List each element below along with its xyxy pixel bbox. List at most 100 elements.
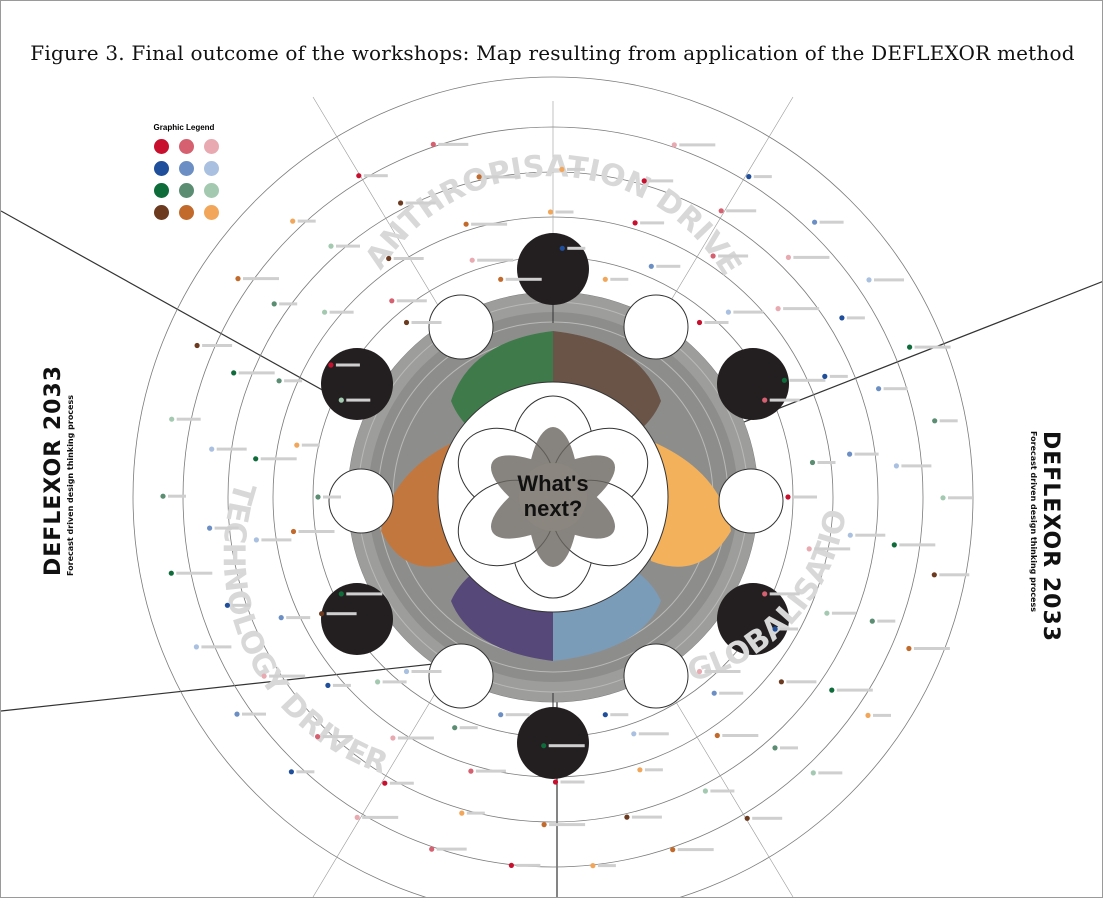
annotation-text-line xyxy=(793,495,817,499)
annotation-dot xyxy=(294,442,300,448)
annotation-dot xyxy=(382,780,388,786)
annotation-text-line xyxy=(753,175,772,179)
center-text: What's xyxy=(517,471,588,496)
annotation-dots xyxy=(160,141,972,869)
side-title-left: DEFLEXOR 2033 Forecast driven design thi… xyxy=(41,365,75,576)
annotation-dot xyxy=(547,209,554,215)
annotation-dot xyxy=(785,254,792,260)
annotation-dot xyxy=(696,668,703,675)
annotation-dot xyxy=(403,319,410,326)
graphic-legend: Graphic Legend xyxy=(109,123,259,223)
annotation-dot xyxy=(714,732,720,739)
annotation-text-line xyxy=(269,674,306,678)
annotation-text-line xyxy=(679,143,716,147)
annotation-text-line xyxy=(752,816,783,820)
side-title-left-main: DEFLEXOR 2033 xyxy=(41,364,66,576)
annotation-dot xyxy=(356,173,362,179)
annotation-text-line xyxy=(176,417,201,421)
annotation-text-line xyxy=(393,257,424,260)
annotation-dot xyxy=(602,712,608,718)
annotation-dot xyxy=(288,769,294,775)
annotation-dot xyxy=(648,263,654,269)
annotation-text-line xyxy=(783,307,820,311)
annotation-text-line xyxy=(459,726,478,730)
annotation-dot xyxy=(940,495,946,501)
annotation-dot xyxy=(459,810,465,816)
annotation-dot xyxy=(541,743,547,749)
annotation-dot xyxy=(328,243,334,249)
annotation-dot xyxy=(762,591,768,597)
annotation-text-line xyxy=(855,533,886,537)
annotation-dot xyxy=(168,570,174,576)
annotation-text-line xyxy=(296,770,315,774)
annotation-dot xyxy=(810,770,816,776)
legend-swatch xyxy=(204,182,219,198)
legend-row xyxy=(109,135,259,157)
annotation-dot xyxy=(762,397,768,403)
annotation-text-line xyxy=(505,277,542,281)
annotation-dot xyxy=(812,219,818,225)
annotation-text-line xyxy=(242,712,266,716)
annotation-text-line xyxy=(397,736,434,740)
annotation-text-line xyxy=(298,530,335,533)
annotation-dot xyxy=(338,591,344,597)
annotation-dot xyxy=(403,668,410,675)
legend-swatch xyxy=(204,204,219,220)
annotation-text-line xyxy=(831,611,856,615)
annotation-text-line xyxy=(484,175,521,179)
annotation-text-line xyxy=(389,781,414,785)
annotation-dot xyxy=(772,626,778,632)
annotation-text-line xyxy=(176,571,213,575)
annotation-dot xyxy=(498,276,504,282)
annotation-dot xyxy=(702,788,709,794)
annotation-dot xyxy=(390,735,396,741)
annotation-dot xyxy=(893,463,900,469)
annotation-dot xyxy=(806,546,812,552)
annotation-text-line xyxy=(336,244,360,248)
annotation-dot xyxy=(847,532,853,538)
annotation-dot xyxy=(718,208,724,214)
side-title-left-sub: Forecast driven design thinking process xyxy=(66,394,75,576)
annotation-dot xyxy=(207,525,213,531)
annotation-dot xyxy=(746,174,752,180)
annotation-dot xyxy=(386,255,392,262)
annotation-dot xyxy=(469,257,475,263)
annotation-dot xyxy=(224,602,230,608)
annotation-text-line xyxy=(644,768,663,772)
annotation-text-line xyxy=(597,864,616,868)
side-title-right-main: DEFLEXOR 2033 xyxy=(1038,431,1063,643)
annotation-dot xyxy=(932,418,938,424)
annotation-dot xyxy=(278,615,284,621)
sector-politics-and-society xyxy=(651,441,731,567)
annotation-text-line xyxy=(718,254,749,258)
annotation-text-line xyxy=(322,735,353,739)
annotation-text-line xyxy=(232,603,251,607)
annotation-text-line xyxy=(279,302,298,306)
annotation-text-line xyxy=(948,496,972,500)
annotation-dot xyxy=(631,731,637,737)
legend-swatch xyxy=(179,160,194,176)
annotation-text-line xyxy=(780,627,799,631)
annotation-dot xyxy=(710,253,716,259)
annotation-dot xyxy=(785,494,791,500)
legend-swatch xyxy=(154,204,169,220)
annotation-text-line xyxy=(382,680,407,684)
annotation-text-line xyxy=(939,419,958,423)
dark-nodes xyxy=(321,233,789,779)
annotation-dot xyxy=(696,319,703,326)
annotation-dot xyxy=(822,373,828,379)
annotation-text-line xyxy=(913,647,950,650)
annotation-text-line xyxy=(656,264,681,268)
annotation-text-line xyxy=(789,378,826,382)
annotation-text-line xyxy=(631,815,662,819)
annotation-text-line xyxy=(301,443,320,447)
annotation-dot xyxy=(671,142,677,148)
annotation-dot xyxy=(824,610,830,616)
legend-title: Graphic Legend xyxy=(153,123,215,132)
annotation-dot xyxy=(235,276,241,282)
annotation-dot xyxy=(559,245,565,251)
annotation-dot xyxy=(319,611,325,617)
annotation-text-line xyxy=(914,345,951,349)
annotation-text-line xyxy=(238,371,275,375)
side-title-right-sub: Forecast driven design thinking process xyxy=(1029,431,1038,613)
